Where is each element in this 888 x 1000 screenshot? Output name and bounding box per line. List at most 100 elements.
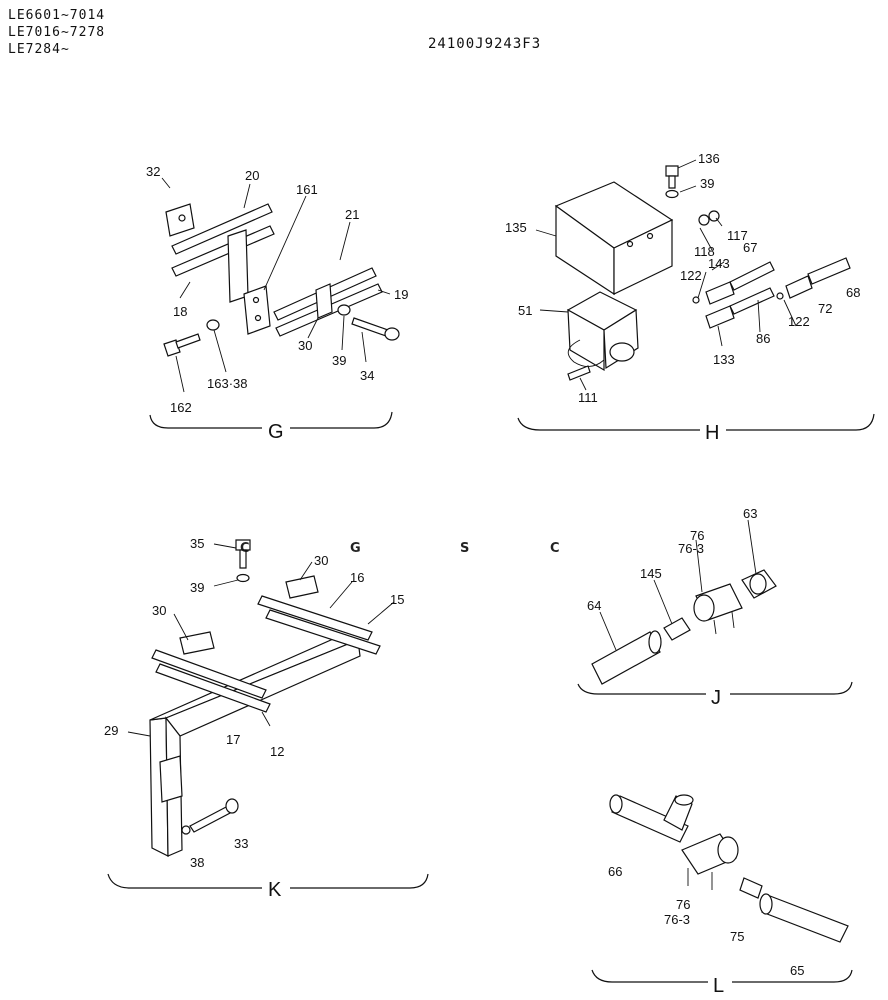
section-h: H 136 39 135 117 118 bbox=[505, 151, 875, 444]
k-clamp-30-left bbox=[179, 631, 215, 655]
g-callout-21: 21 bbox=[345, 207, 359, 222]
l-callout-65: 65 bbox=[790, 963, 804, 978]
g-callout-20: 20 bbox=[245, 168, 259, 183]
j-callout-64: 64 bbox=[587, 598, 601, 613]
h-tube-68 bbox=[807, 257, 851, 285]
h-tube-67 bbox=[729, 261, 775, 291]
h-fitting-133 bbox=[705, 305, 735, 329]
j-callout-76-3: 76-3 bbox=[678, 541, 704, 556]
g-washer-39 bbox=[337, 304, 351, 316]
k-rail-16 bbox=[257, 595, 373, 641]
h-callout-111: 111 bbox=[578, 390, 598, 405]
section-k: K 35 30 39 16 15 30 29 17 12 33 bbox=[104, 536, 429, 901]
g-bolt-162 bbox=[163, 339, 181, 357]
k-washer-38 bbox=[181, 825, 191, 835]
serial-range-2: LE7016~7278 bbox=[8, 25, 106, 40]
h-callout-133: 133 bbox=[713, 352, 735, 367]
serial-range-1: LE6601~7014 bbox=[8, 8, 106, 23]
section-h-label: H bbox=[705, 422, 719, 444]
k-callout-15: 15 bbox=[390, 592, 404, 607]
watermark-cgsc: C G S C bbox=[240, 541, 560, 556]
g-callout-39: 39 bbox=[332, 353, 346, 368]
h-callout-118: 118 bbox=[694, 244, 715, 259]
section-l: L 66 76 76-3 75 65 bbox=[591, 794, 853, 997]
j-callout-145: 145 bbox=[640, 566, 662, 581]
k-bolt-35 bbox=[235, 539, 251, 551]
h-callout-72: 72 bbox=[818, 301, 832, 316]
g-bolt-34 bbox=[351, 317, 389, 337]
section-j-label: J bbox=[711, 687, 721, 709]
k-callout-39: 39 bbox=[190, 580, 204, 595]
g-plate-161 bbox=[227, 229, 249, 303]
j-nozzle-145 bbox=[663, 617, 691, 641]
l-pipe-65 bbox=[761, 895, 849, 943]
h-callout-136: 136 bbox=[698, 151, 720, 166]
l-callout-76: 76 bbox=[676, 897, 690, 912]
l-nozzle bbox=[739, 877, 763, 899]
k-callout-35: 35 bbox=[190, 536, 204, 551]
g-callout-18: 18 bbox=[173, 304, 187, 319]
g-callout-162: 162 bbox=[170, 400, 192, 415]
h-callout-135: 135 bbox=[505, 220, 527, 235]
h-callout-122-bottom: 122 bbox=[788, 314, 810, 329]
k-rail-15 bbox=[265, 609, 381, 655]
j-callout-63: 63 bbox=[743, 506, 757, 521]
section-j: J 76 76-3 63 145 64 bbox=[577, 506, 853, 709]
g-callout-34: 34 bbox=[360, 368, 374, 383]
h-callout-67: 67 bbox=[743, 240, 757, 255]
l-callout-75: 75 bbox=[730, 929, 744, 944]
j-callout-76: 76 bbox=[690, 528, 704, 543]
g-callout-30: 30 bbox=[298, 338, 312, 353]
h-fitting-143 bbox=[705, 281, 735, 305]
j-pipe-64 bbox=[591, 631, 661, 685]
g-callout-161: 161 bbox=[296, 182, 318, 197]
k-washer-39 bbox=[236, 573, 250, 583]
k-plate bbox=[159, 755, 183, 803]
section-g-label: G bbox=[268, 421, 284, 443]
watermark-letter-g: G bbox=[350, 541, 361, 556]
h-callout-68: 68 bbox=[846, 285, 860, 300]
g-callout-163-38: 163·38 bbox=[207, 376, 247, 391]
g-callout-32: 32 bbox=[146, 164, 160, 179]
k-callout-33: 33 bbox=[234, 836, 248, 851]
k-callout-17: 17 bbox=[226, 732, 240, 747]
h-fitting-72 bbox=[785, 275, 813, 299]
h-callout-143: 143 bbox=[708, 256, 730, 271]
watermark-letter-s: S bbox=[460, 541, 469, 556]
k-rail-17 bbox=[151, 649, 267, 699]
h-callout-117: 117 bbox=[727, 228, 748, 243]
section-k-label: K bbox=[268, 879, 282, 901]
h-washer-39 bbox=[665, 189, 679, 199]
k-callout-30-left: 30 bbox=[152, 603, 166, 618]
h-tube-86 bbox=[729, 287, 775, 315]
k-callout-16: 16 bbox=[350, 570, 364, 585]
h-bolt-136 bbox=[665, 165, 679, 177]
l-callout-76-3: 76-3 bbox=[664, 912, 690, 927]
k-callout-38: 38 bbox=[190, 855, 204, 870]
l-callout-66: 66 bbox=[608, 864, 622, 879]
g-clamp-30 bbox=[315, 283, 333, 319]
k-callout-12: 12 bbox=[270, 744, 284, 759]
h-callout-122-top: 122 bbox=[680, 268, 702, 283]
h-callout-86: 86 bbox=[756, 331, 770, 346]
section-g: G 32 20 161 21 19 18 30 39 34 bbox=[146, 164, 408, 443]
section-l-label: L bbox=[713, 975, 724, 997]
h-screw-111 bbox=[567, 365, 591, 381]
document-id: 24100J9243F3 bbox=[428, 36, 542, 52]
h-callout-51: 51 bbox=[518, 303, 532, 318]
watermark-letter-c1: C bbox=[240, 541, 250, 556]
g-callout-19: 19 bbox=[394, 287, 408, 302]
h-ring-122 bbox=[692, 296, 700, 304]
k-rail-12 bbox=[155, 663, 271, 713]
watermark-letter-c2: C bbox=[550, 541, 560, 556]
k-bolt-33 bbox=[189, 805, 233, 833]
k-clamp-30-top bbox=[285, 575, 319, 599]
serial-range-3: LE7284~ bbox=[8, 42, 70, 57]
g-washer-163 bbox=[206, 319, 220, 331]
k-callout-29: 29 bbox=[104, 723, 118, 738]
k-callout-30-top: 30 bbox=[314, 553, 328, 568]
h-callout-39: 39 bbox=[700, 176, 714, 191]
h-nut-117 bbox=[698, 214, 710, 226]
g-rail-20 bbox=[171, 203, 273, 255]
